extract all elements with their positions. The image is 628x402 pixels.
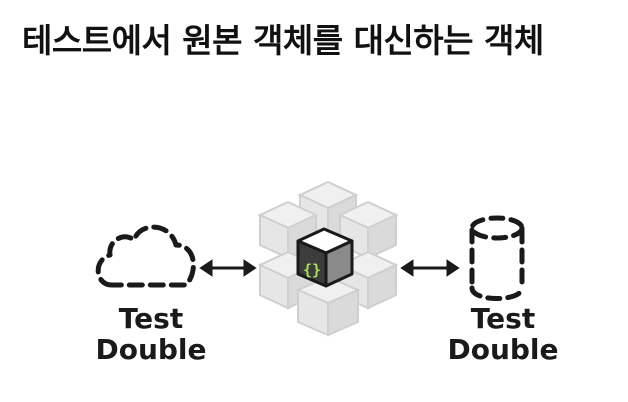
right-double-arrow [400, 259, 460, 277]
core-cube-icon [296, 227, 354, 288]
database-icon [469, 215, 525, 301]
left-caption-line1: Test [118, 302, 184, 335]
left-double-arrow [199, 259, 257, 277]
code-brace-icon: {} [303, 261, 321, 279]
cloud-icon [95, 224, 196, 288]
left-caption: Test Double [88, 303, 214, 365]
ghost-cube [295, 275, 361, 337]
page-title: 테스트에서 원본 객체를 대신하는 객체 [22, 21, 544, 60]
right-caption-line2: Double [447, 333, 559, 366]
left-caption-line2: Double [95, 333, 207, 366]
right-caption-line1: Test [470, 302, 536, 335]
cube-cluster-icon: {} [257, 180, 399, 337]
right-caption: Test Double [440, 303, 566, 365]
